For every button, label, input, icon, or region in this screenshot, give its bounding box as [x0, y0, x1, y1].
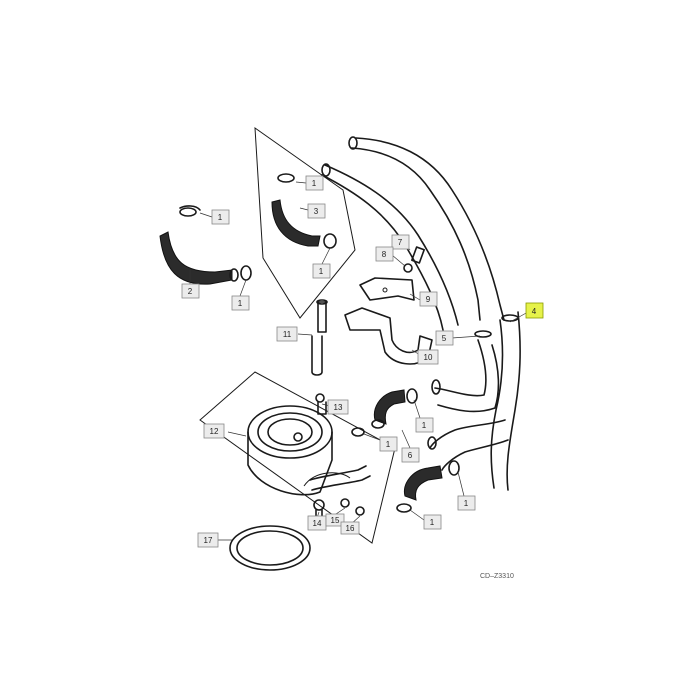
callout-1[interactable]: 1 [379, 436, 398, 452]
callout-1[interactable]: 1 [211, 209, 230, 225]
inset-frame-upper [254, 126, 356, 319]
bracket-10 [344, 307, 433, 365]
callout-11[interactable]: 11 [276, 326, 298, 342]
svg-text:15: 15 [331, 516, 340, 525]
coolant-tube-assembly [321, 136, 521, 491]
svg-text:12: 12 [210, 427, 219, 436]
callout-16[interactable]: 16 [340, 521, 360, 535]
svg-text:17: 17 [204, 536, 213, 545]
svg-text:9: 9 [426, 295, 431, 304]
hose-6-lower [396, 460, 460, 513]
svg-text:1: 1 [312, 179, 317, 188]
hose-2 [159, 205, 252, 285]
svg-text:8: 8 [382, 250, 387, 259]
callout-4[interactable]: 4 [525, 302, 544, 319]
callout-15[interactable]: 15 [325, 513, 345, 527]
clamp-middle [351, 427, 365, 437]
svg-text:1: 1 [422, 421, 427, 430]
svg-text:1: 1 [430, 518, 435, 527]
svg-text:6: 6 [408, 451, 413, 460]
svg-text:11: 11 [283, 330, 292, 339]
svg-text:4: 4 [532, 307, 537, 316]
callout-1[interactable]: 1 [305, 175, 324, 191]
svg-text:1: 1 [319, 267, 324, 276]
svg-text:1: 1 [386, 440, 391, 449]
svg-text:5: 5 [442, 334, 447, 343]
callout-17[interactable]: 17 [197, 532, 219, 548]
svg-text:7: 7 [398, 238, 403, 247]
callout-1[interactable]: 1 [423, 514, 442, 530]
svg-text:14: 14 [313, 519, 322, 528]
callout-5[interactable]: 5 [435, 330, 454, 346]
callout-6[interactable]: 6 [401, 447, 420, 463]
fittings-14-16 [313, 498, 365, 519]
callout-9[interactable]: 9 [419, 291, 438, 307]
callout-1[interactable]: 1 [231, 295, 250, 311]
gasket-17 [229, 525, 311, 571]
callout-7[interactable]: 7 [391, 234, 410, 250]
callout-13[interactable]: 13 [327, 399, 349, 415]
callout-10[interactable]: 10 [417, 349, 439, 365]
pipe-11 [311, 299, 328, 376]
callout-14[interactable]: 14 [307, 515, 327, 531]
svg-text:1: 1 [218, 213, 223, 222]
svg-text:10: 10 [424, 353, 433, 362]
hose-3 [271, 173, 337, 249]
reference-code: CD–Z3310 [480, 573, 514, 580]
svg-text:1: 1 [238, 299, 243, 308]
svg-text:3: 3 [314, 207, 319, 216]
callout-3[interactable]: 3 [307, 203, 326, 219]
callout-2[interactable]: 2 [181, 283, 200, 299]
bracket-9 [359, 277, 415, 301]
callout-12[interactable]: 12 [203, 423, 225, 439]
callout-tags: 1 1 1 1 1 1 1 1 2 3 4 5 6 7 8 9 10 11 12… [181, 175, 544, 548]
callout-1[interactable]: 1 [457, 495, 476, 511]
fitting-7-8 [403, 246, 425, 273]
svg-text:13: 13 [334, 403, 343, 412]
svg-text:1: 1 [464, 499, 469, 508]
svg-text:2: 2 [188, 287, 193, 296]
callout-1[interactable]: 1 [312, 263, 331, 279]
svg-text:16: 16 [346, 524, 355, 533]
hose-6-upper [371, 388, 418, 429]
callout-8[interactable]: 8 [375, 246, 394, 262]
callout-1[interactable]: 1 [415, 417, 434, 433]
oil-cooler-12 [247, 393, 371, 496]
